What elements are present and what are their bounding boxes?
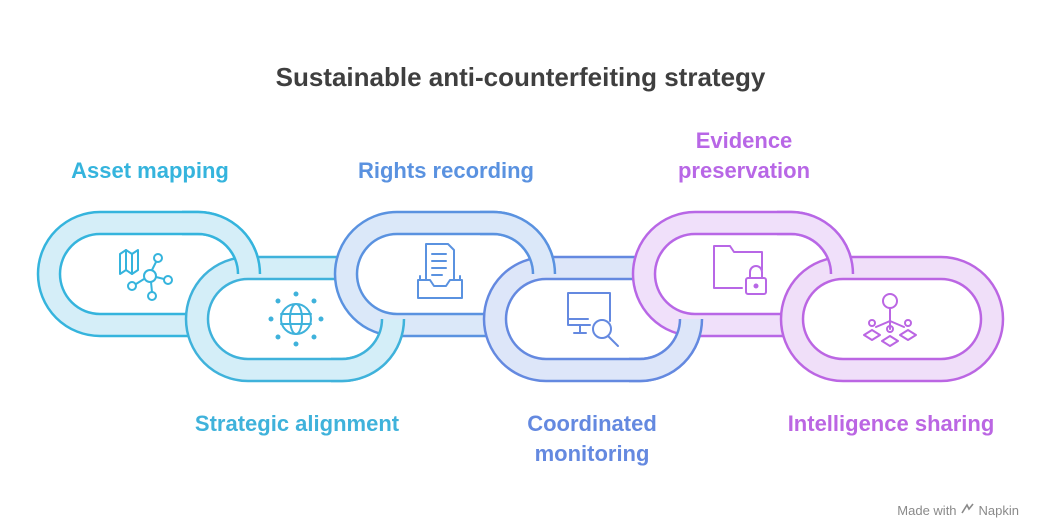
chain-link-6 — [779, 255, 1005, 383]
link-overlap-5 — [777, 210, 855, 274]
monitor-search-icon — [567, 292, 619, 347]
map-network-icon — [119, 249, 173, 301]
napkin-footer: Made with Napkin — [897, 503, 1019, 518]
document-tray-icon — [417, 243, 463, 299]
label-coordinated-monitoring: Coordinated monitoring — [527, 411, 657, 466]
link-inner-6 — [801, 277, 983, 361]
link-overlap-4 — [629, 319, 704, 383]
napkin-logo-icon — [960, 503, 975, 518]
made-with-text: Made with — [897, 503, 957, 518]
link-overlap-2 — [331, 319, 406, 383]
link-overlap-3 — [480, 210, 557, 274]
link-overlap-1 — [182, 210, 262, 274]
label-strategic-alignment: Strategic alignment — [194, 411, 400, 436]
napkin-brand: Napkin — [978, 503, 1019, 518]
folder-lock-icon — [713, 245, 767, 295]
diagram-title: Sustainable anti-counterfeiting strategy — [275, 62, 766, 92]
label-asset-mapping: Asset mapping — [71, 158, 229, 183]
label-evidence-preservation: Evidence preservation — [677, 128, 811, 183]
people-network-icon — [863, 293, 917, 347]
globe-icon — [268, 291, 324, 347]
label-rights-recording: Rights recording — [357, 158, 534, 183]
label-intelligence-sharing: Intelligence sharing — [787, 411, 995, 436]
